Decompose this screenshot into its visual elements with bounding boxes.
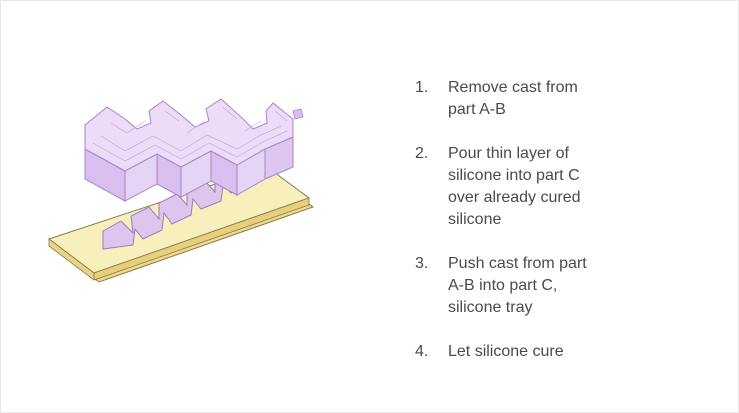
step-number: 3. bbox=[415, 255, 429, 272]
step-item: 1. Remove cast from part A-B bbox=[415, 77, 715, 121]
step-number: 1. bbox=[415, 79, 429, 96]
step-text: Remove cast from part A-B bbox=[448, 79, 578, 118]
step-item: 3. Push cast from part A-B into part C, … bbox=[415, 253, 715, 319]
cast-part-a-b bbox=[84, 98, 304, 202]
step-text: Let silicone cure bbox=[448, 343, 564, 360]
step-item: 4. Let silicone cure bbox=[415, 341, 715, 363]
step-number: 4. bbox=[415, 343, 429, 360]
instruction-steps: 1. Remove cast from part A-B 2. Pour thi… bbox=[415, 77, 715, 385]
step-text: Push cast from part A-B into part C, sil… bbox=[448, 255, 587, 316]
mold-assembly-illustration bbox=[47, 98, 315, 283]
step-number: 2. bbox=[415, 145, 429, 162]
step-item: 2. Pour thin layer of silicone into part… bbox=[415, 143, 715, 231]
step-text: Pour thin layer of silicone into part C … bbox=[448, 145, 581, 228]
silicone-tray-part-c bbox=[47, 166, 315, 283]
